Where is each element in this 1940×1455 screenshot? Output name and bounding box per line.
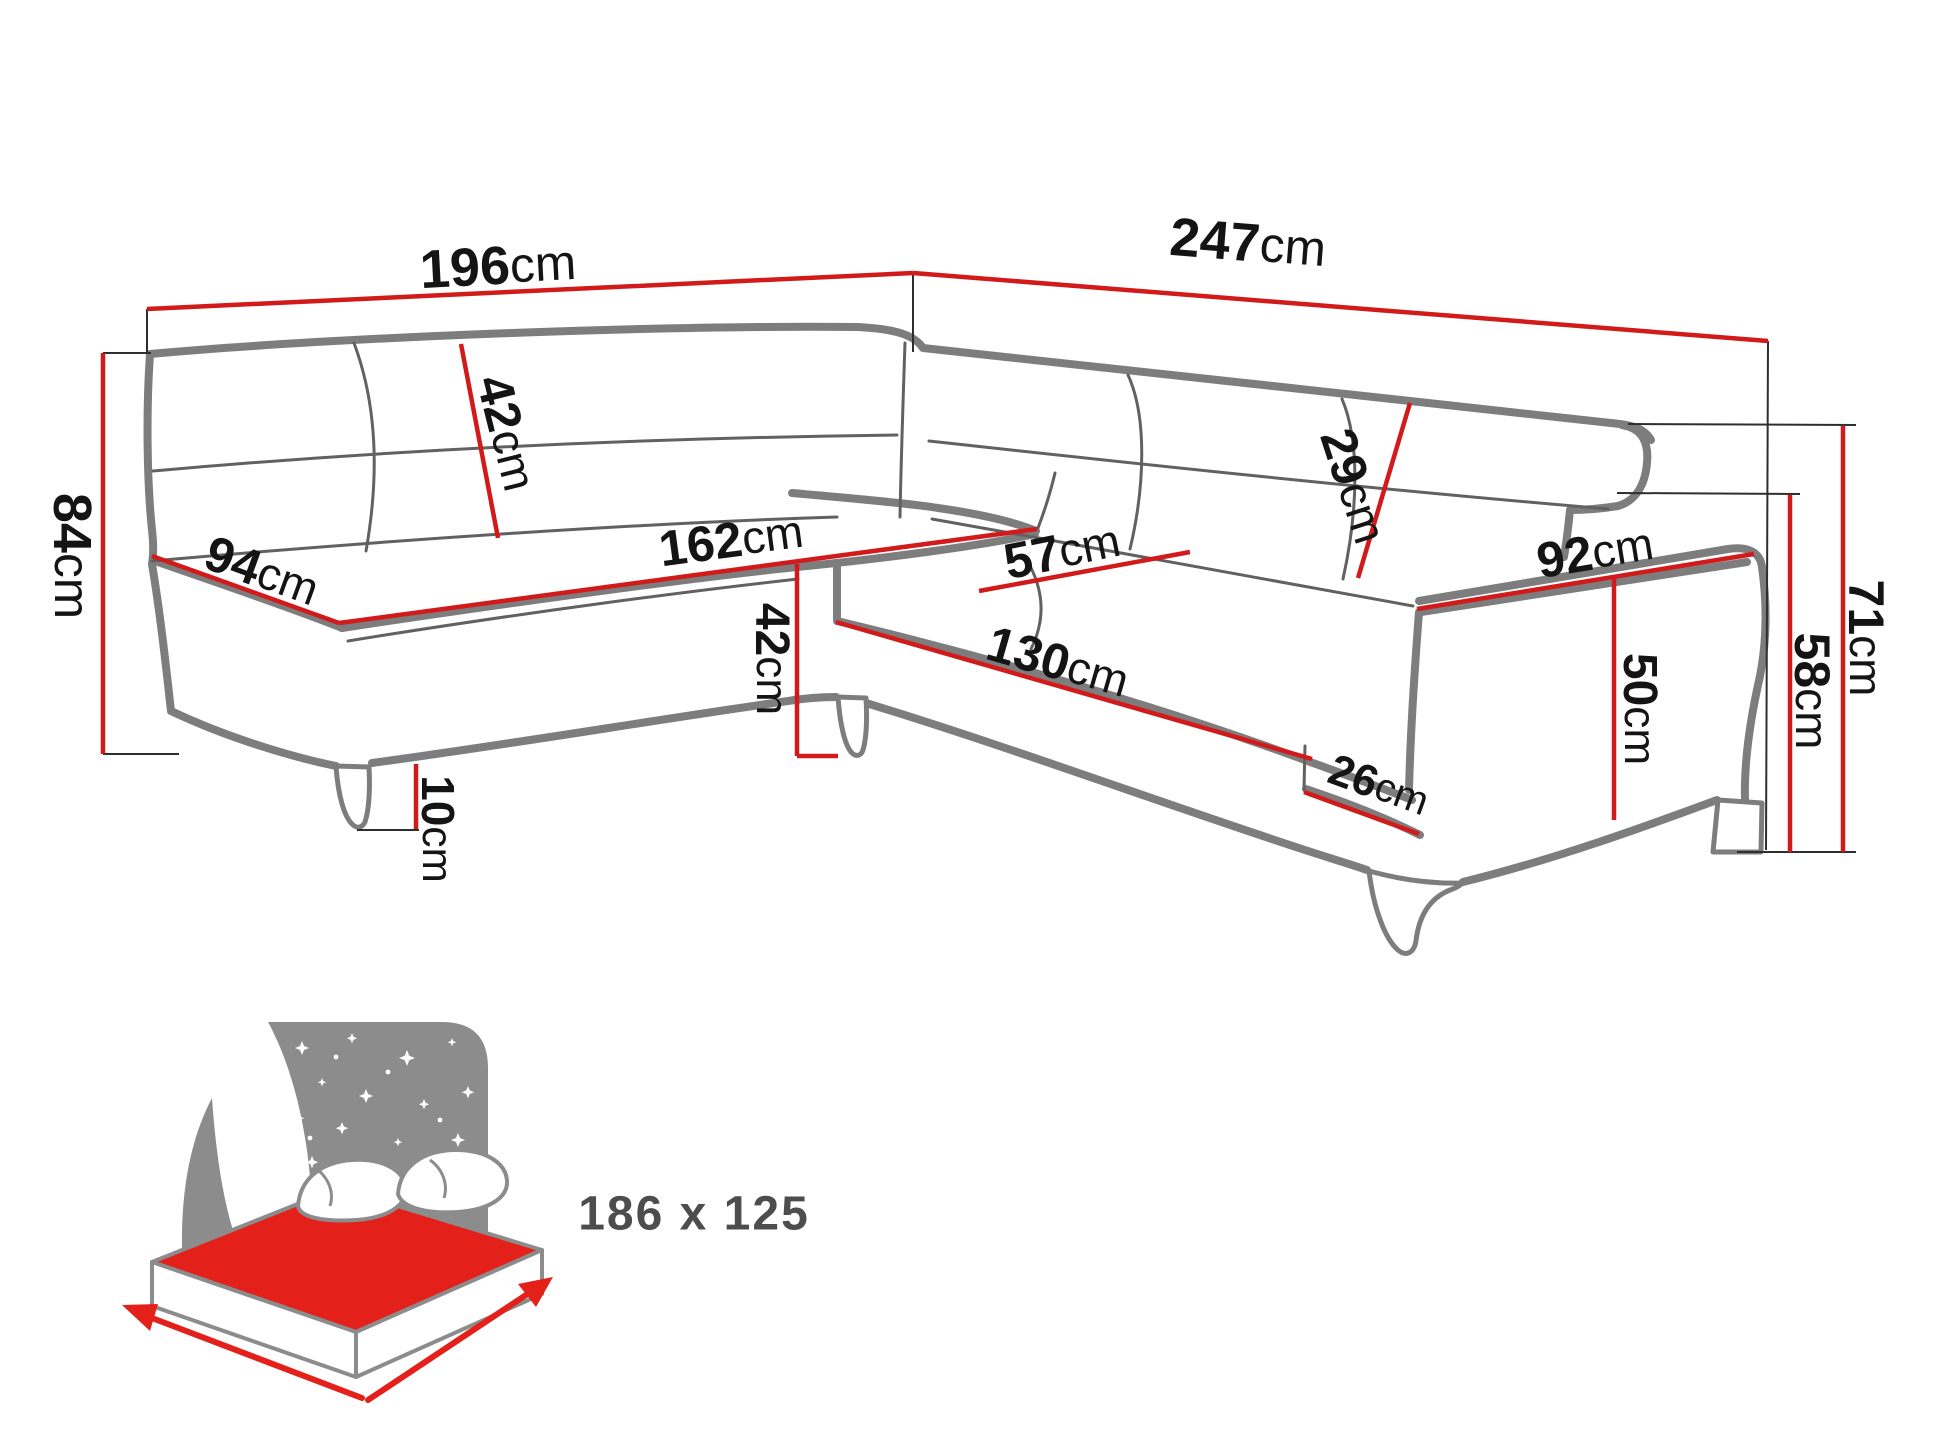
sleep-function-icon: 186 x 125 bbox=[122, 1022, 810, 1403]
dim-line-57cm bbox=[978, 549, 1191, 594]
right-cushion-divider-seam bbox=[1023, 555, 1043, 651]
left-end-edge bbox=[143, 350, 158, 568]
bed-size-label: 186 x 125 bbox=[578, 1188, 810, 1241]
dim-line-196cm bbox=[146, 270, 914, 312]
armrest-front-inner-edge bbox=[1405, 608, 1423, 794]
dim-line-42cm-seat bbox=[794, 564, 838, 759]
chaise-left-seat-edge bbox=[151, 557, 346, 632]
dim-line-94cm bbox=[151, 553, 340, 626]
armrest-right-face bbox=[1740, 672, 1764, 803]
dim-label-247cm: 247cm bbox=[1168, 207, 1329, 279]
tick-71-top bbox=[1627, 423, 1857, 426]
chaise-left-face-edge bbox=[148, 560, 175, 715]
left-backrest-seam bbox=[151, 433, 899, 473]
front-right-leg bbox=[1366, 868, 1465, 956]
dim-line-42cm-backrest bbox=[458, 343, 501, 539]
right-backrest-seam bbox=[927, 439, 1610, 511]
dim-label-57cm: 57cm bbox=[999, 512, 1125, 590]
dim-label-162cm: 162cm bbox=[656, 503, 807, 578]
bottom-edge-mid bbox=[368, 693, 840, 767]
sofa-sketch bbox=[143, 322, 1770, 956]
dim-line-29cm bbox=[1355, 402, 1413, 579]
armrest-top-inner-edge bbox=[1417, 558, 1751, 616]
backrest-top-edge bbox=[146, 322, 1655, 444]
dim-line-92cm bbox=[1416, 551, 1755, 612]
pillow-folds bbox=[317, 1158, 447, 1207]
bed-icon bbox=[122, 1147, 553, 1403]
corner-cushion-seam bbox=[1036, 471, 1057, 530]
chaise-front-seat-edge bbox=[338, 530, 1039, 632]
armrest-top-outer-edge bbox=[1415, 544, 1770, 680]
dim-line-130cm bbox=[835, 619, 1313, 762]
dim-label-42cm-seat: 42cm bbox=[746, 603, 799, 715]
bottom-edge-far-right bbox=[1459, 796, 1721, 886]
front-left-leg bbox=[333, 763, 372, 830]
dim-label-50cm: 50cm bbox=[1614, 653, 1667, 765]
dim-label-84cm: 84cm bbox=[42, 493, 102, 619]
dim-label-92cm: 92cm bbox=[1533, 515, 1657, 589]
right-headrest-seam-2 bbox=[1340, 397, 1357, 581]
armrest-front-left-edge bbox=[1302, 744, 1307, 791]
tick-247-right bbox=[1765, 340, 1769, 851]
sofa-legs bbox=[333, 694, 1765, 956]
corner-leg bbox=[835, 694, 870, 758]
chaise-cushion-lip-seam bbox=[346, 577, 800, 643]
chaise-seat-back-seam bbox=[150, 515, 839, 563]
pillow-right bbox=[395, 1147, 509, 1215]
reference-ticks bbox=[103, 273, 1857, 853]
dimension-lines bbox=[100, 270, 1846, 852]
bottom-edge-right bbox=[862, 699, 1371, 874]
sofa-seams bbox=[150, 341, 1610, 791]
dim-line-162cm bbox=[338, 526, 1038, 626]
dim-label-94cm: 94cm bbox=[197, 525, 326, 618]
dim-label-58cm: 58cm bbox=[1784, 633, 1840, 750]
tick-58-top bbox=[1616, 492, 1801, 495]
side-right-leg bbox=[1710, 797, 1765, 855]
size-arrows-icon bbox=[122, 1277, 553, 1403]
right-front-seat-edge bbox=[833, 617, 1416, 804]
left-headrest-seam bbox=[352, 341, 376, 553]
corner-bench-far-edge bbox=[788, 489, 1040, 535]
dim-line-26cm bbox=[1303, 789, 1420, 837]
right-headrest-end-cap bbox=[1560, 421, 1652, 561]
dim-label-10cm: 10cm bbox=[412, 775, 464, 883]
moon-crescent-icon bbox=[181, 1098, 240, 1250]
corner-backrest-seam bbox=[898, 341, 907, 519]
right-headrest-seam-1 bbox=[1126, 373, 1144, 551]
dim-label-71cm: 71cm bbox=[1838, 580, 1894, 697]
dim-line-247cm bbox=[912, 270, 1769, 344]
dimension-labels: 196cm 247cm 84cm 42cm 94cm 162cm 42cm 10… bbox=[42, 207, 1894, 883]
dim-label-130cm: 130cm bbox=[981, 615, 1136, 709]
dim-label-196cm: 196cm bbox=[418, 232, 577, 300]
sofa-outline bbox=[143, 322, 1770, 886]
bottom-edge-left bbox=[167, 707, 340, 770]
